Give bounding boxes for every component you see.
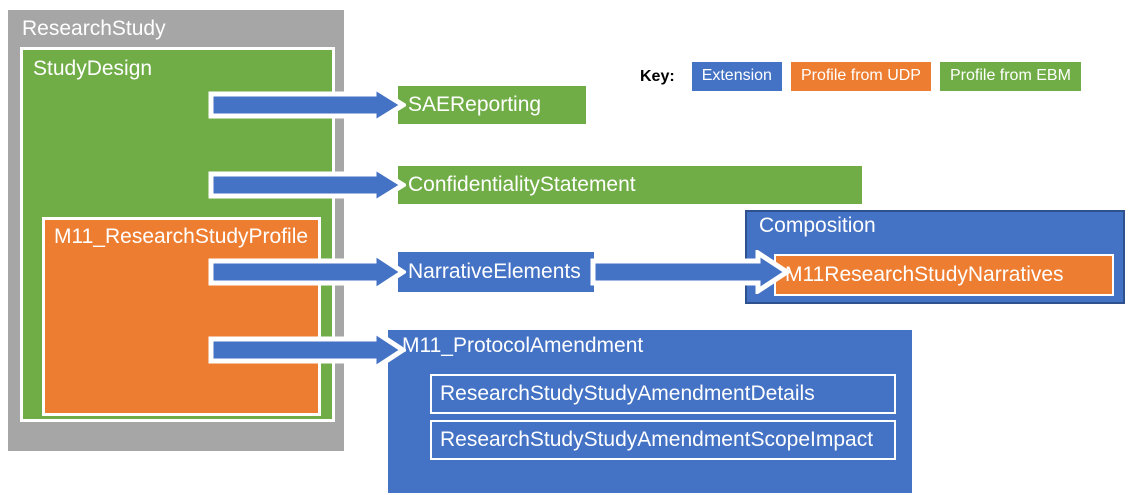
node-narrative-elements[interactable]: NarrativeElements: [398, 252, 594, 292]
legend-label: Key:: [640, 67, 675, 85]
node-confidentiality-statement[interactable]: ConfidentialityStatement: [398, 166, 862, 204]
group-study-design-label: StudyDesign: [33, 57, 153, 80]
group-m11-protocol-amendment: M11_ProtocolAmendment ResearchStudyStudy…: [388, 330, 912, 493]
node-confidentiality-statement-label: ConfidentialityStatement: [408, 173, 636, 196]
group-composition-label: Composition: [759, 214, 876, 237]
legend-chip-extension-label: Extension: [701, 67, 772, 84]
node-narrative-elements-label: NarrativeElements: [408, 260, 581, 283]
group-m11-research-study-profile: M11_ResearchStudyProfile: [42, 217, 321, 416]
group-m11-protocol-amendment-label: M11_ProtocolAmendment: [402, 334, 644, 357]
legend-chip-profile-from-udp: Profile from UDP: [790, 62, 931, 91]
legend-chip-profile-from-ebm-label: Profile from EBM: [949, 67, 1071, 84]
legend-chip-profile-from-ebm: Profile from EBM: [939, 62, 1081, 91]
arrow-narrative-elements-to-composition: [590, 250, 790, 294]
node-research-study-study-amendment-scope-impact[interactable]: ResearchStudyStudyAmendmentScopeImpact: [430, 420, 896, 460]
node-m11-research-study-narratives[interactable]: M11ResearchStudyNarratives: [774, 254, 1114, 296]
arrow-to-narrative-elements: [208, 250, 406, 294]
legend-chip-profile-from-udp-label: Profile from UDP: [800, 67, 921, 84]
node-sae-reporting[interactable]: SAEReporting: [398, 86, 586, 124]
node-research-study-study-amendment-details-label: ResearchStudyStudyAmendmentDetails: [440, 382, 815, 405]
node-m11-research-study-narratives-label: M11ResearchStudyNarratives: [785, 263, 1064, 286]
legend: Key: Extension Profile from UDP Profile …: [640, 62, 1081, 91]
arrow-to-sae-reporting: [208, 84, 406, 126]
group-composition: Composition M11ResearchStudyNarratives: [745, 210, 1125, 304]
node-sae-reporting-label: SAEReporting: [408, 93, 542, 116]
arrow-to-confidentiality-statement: [208, 164, 406, 206]
group-m11-research-study-profile-label: M11_ResearchStudyProfile: [54, 225, 309, 248]
legend-chip-extension: Extension: [691, 62, 782, 91]
group-research-study-label: ResearchStudy: [22, 17, 166, 40]
arrow-to-m11-protocol-amendment: [208, 328, 406, 372]
node-research-study-study-amendment-scope-impact-label: ResearchStudyStudyAmendmentScopeImpact: [440, 428, 874, 451]
node-research-study-study-amendment-details[interactable]: ResearchStudyStudyAmendmentDetails: [430, 374, 896, 414]
